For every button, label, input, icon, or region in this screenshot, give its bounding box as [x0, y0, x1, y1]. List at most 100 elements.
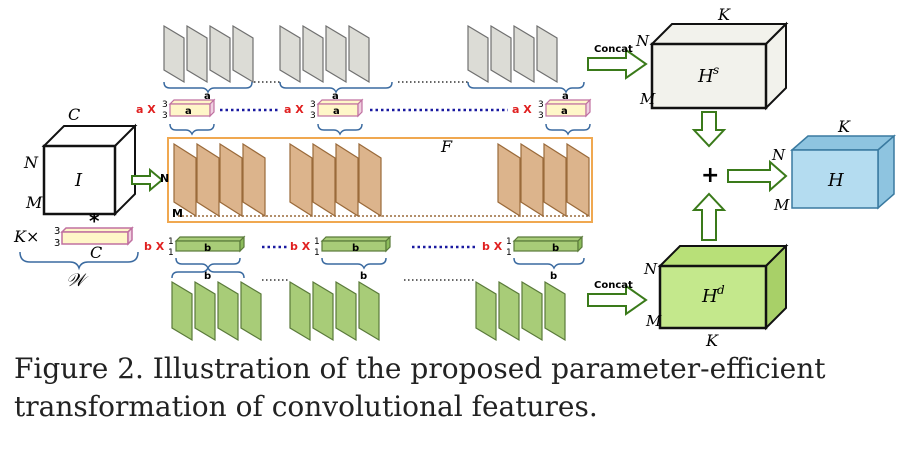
b-label-bottom-2: b: [360, 271, 367, 282]
arrow-hd-up: [691, 192, 727, 241]
gray-sheet: [490, 24, 512, 84]
green-sheet: [335, 280, 357, 342]
b-label-kernel-1: b: [204, 243, 211, 254]
f-label: F: [440, 137, 453, 156]
orange-sheet: [566, 142, 590, 218]
h-cube: [790, 134, 896, 210]
gray-sheet: [325, 24, 347, 84]
orange-sheet: [335, 142, 359, 218]
kernel-top: [174, 236, 246, 242]
b-one-top-2: 1: [314, 237, 320, 247]
feature-map-frame: [167, 137, 593, 223]
inner-n-label: N: [160, 172, 169, 185]
kernel-side: [209, 98, 215, 118]
convolution-star: *: [89, 209, 100, 233]
b-one-bot-1: 1: [168, 248, 174, 258]
inner-m-label: M: [172, 207, 183, 220]
hs-k-label: K: [717, 5, 731, 24]
kernel-side: [585, 98, 591, 118]
w-brace: [19, 251, 139, 271]
b-mult-3: b X: [482, 240, 503, 253]
green-sheet: [475, 280, 497, 342]
diagram: C N M I * K× 3 3 C 𝒲 F N M a a a a X a X…: [13, 5, 896, 350]
hd-sup-label: d: [717, 283, 725, 297]
b-label-kernel-3: b: [552, 243, 559, 254]
concat-label-top: Concat: [594, 44, 633, 55]
h-m-label: M: [773, 196, 790, 214]
input-n-label: N: [23, 153, 39, 172]
a-label-kernel-2: a: [333, 106, 340, 117]
b-label-bottom-3: b: [550, 271, 557, 282]
input-i-label: I: [74, 170, 83, 191]
a-label-kernel-3: a: [561, 106, 568, 117]
b-one-bot-2: 1: [314, 248, 320, 258]
hs-main-label: H: [697, 66, 714, 87]
hs-n-label: N: [635, 32, 650, 50]
kernel-top: [512, 236, 584, 242]
a-three-bot-3: 3: [538, 111, 544, 121]
green-sheet: [521, 280, 543, 342]
orange-sheet: [289, 142, 313, 218]
b-mult-2: b X: [290, 240, 311, 253]
figure-caption: Figure 2. Illustration of the proposed p…: [14, 352, 826, 423]
input-c-label: C: [68, 105, 80, 124]
gray-sheet: [279, 24, 301, 84]
orange-feature-sheets: [173, 142, 590, 218]
green-sheet: [312, 280, 334, 342]
kernel-side: [385, 235, 391, 253]
orange-sheet: [497, 142, 521, 218]
arrow-input-to-f: [131, 167, 164, 193]
a-kernels: [168, 98, 592, 118]
kernel-front: [513, 240, 579, 252]
arrow-hs-down: [691, 111, 727, 148]
b-label-bottom-1: b: [204, 271, 211, 282]
gray-sheet: [348, 24, 370, 84]
concat-label-bottom: Concat: [594, 280, 633, 291]
green-sheet: [171, 280, 193, 342]
orange-sheet: [543, 142, 567, 218]
gray-sheet: [467, 24, 489, 84]
gray-sheet: [163, 24, 185, 84]
w-label: 𝒲: [66, 270, 89, 291]
hs-sup-label: s: [713, 63, 719, 77]
kernel-c-label: C: [90, 243, 102, 262]
hd-cube: [657, 243, 789, 331]
green-sheet: [240, 280, 262, 342]
h-main-label: H: [827, 170, 844, 191]
green-sheet: [498, 280, 520, 342]
concat-arrow-top: [587, 48, 648, 80]
b-kernels: [174, 235, 584, 253]
a-label-top-1: a: [204, 91, 211, 102]
kernel-side: [239, 235, 245, 253]
plus-sign: +: [701, 163, 719, 188]
a-label-kernel-1: a: [185, 106, 192, 117]
h-n-label: N: [771, 146, 786, 164]
kernel-side: [577, 235, 583, 253]
kernel-side: [357, 98, 363, 118]
b-mult-1: b X: [144, 240, 165, 253]
hd-main-label: H: [701, 286, 718, 307]
orange-sheet: [520, 142, 544, 218]
a-mult-1: a X: [136, 103, 156, 116]
green-feature-sheets: [171, 280, 566, 342]
a-kernel-braces: [169, 123, 591, 136]
gray-sheet: [513, 24, 535, 84]
green-sheet: [289, 280, 311, 342]
gray-sheet: [209, 24, 231, 84]
input-cube: [41, 123, 138, 217]
hs-m-label: M: [639, 90, 656, 108]
b-kernel-braces: [175, 257, 585, 270]
orange-sheet: [312, 142, 336, 218]
hd-n-label: N: [643, 260, 658, 278]
kernel-frac-top: 3: [54, 226, 60, 237]
gray-sheet: [186, 24, 208, 84]
gray-sheet: [302, 24, 324, 84]
a-label-top-2: a: [332, 91, 339, 102]
hd-m-label: M: [645, 312, 662, 330]
kernel-top: [320, 236, 392, 242]
green-sheet: [217, 280, 239, 342]
green-sheet: [544, 280, 566, 342]
green-sheet: [194, 280, 216, 342]
b-one-top-1: 1: [168, 237, 174, 247]
orange-sheet: [242, 142, 266, 218]
